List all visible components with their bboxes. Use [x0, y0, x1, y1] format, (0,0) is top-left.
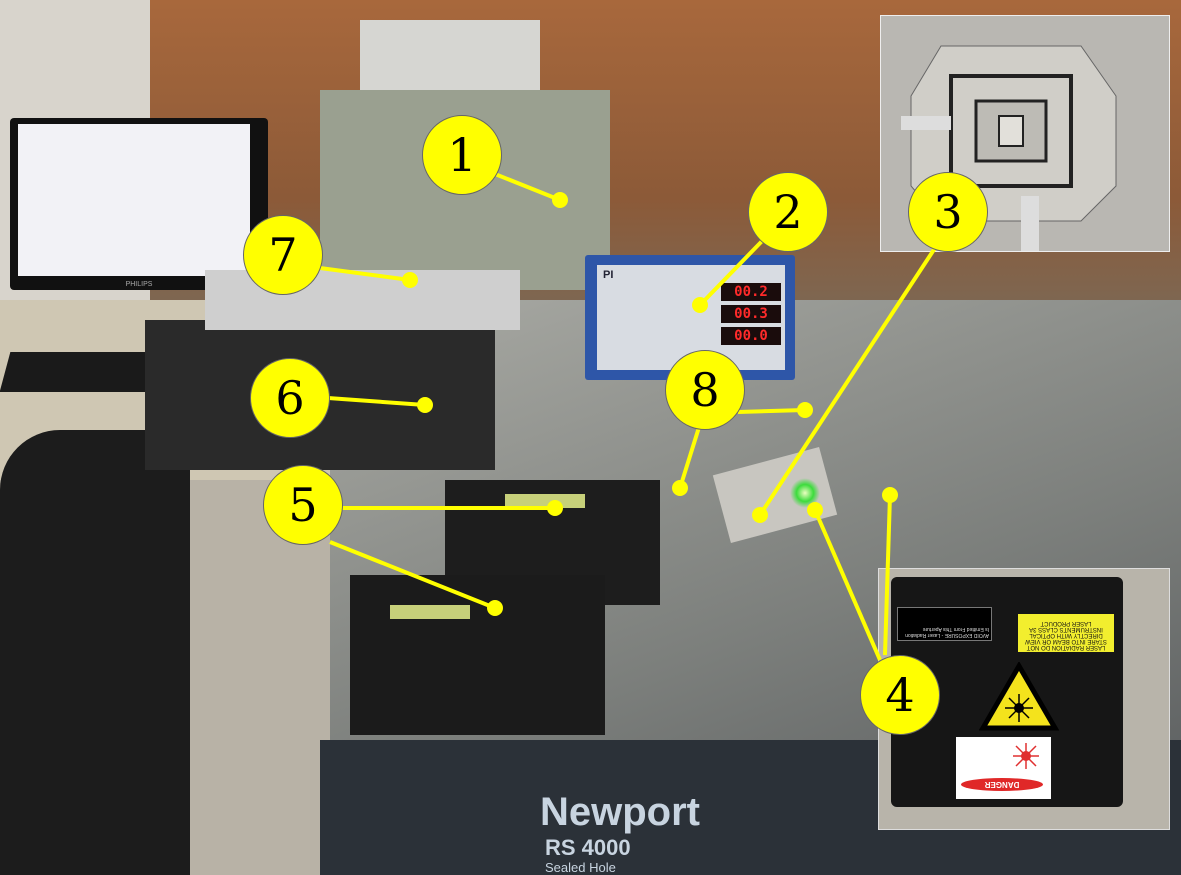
monitor-brand: PHILIPS — [125, 281, 153, 288]
display-2: 00.3 — [721, 305, 781, 323]
controller-brand: PI — [603, 269, 614, 281]
leader-line-5b — [329, 540, 496, 610]
leader-dot-4b — [882, 487, 898, 503]
leader-line-3 — [758, 246, 937, 517]
leader-line-2 — [698, 236, 767, 307]
callout-7: 7 — [243, 215, 323, 295]
leader-dot-3 — [752, 507, 768, 523]
callout-5: 5 — [263, 465, 343, 545]
leader-dot-2 — [692, 297, 708, 313]
display-3: 00.0 — [721, 327, 781, 345]
leader-dot-4a — [807, 502, 823, 518]
leader-line-4b — [883, 494, 892, 656]
computer-monitor: PHILIPS — [10, 118, 268, 290]
laser-displacement-sensor: AVOID EXPOSURE - Laser Radiation Is Emit… — [891, 577, 1123, 807]
logger-lcd — [505, 494, 585, 508]
callout-6: 6 — [250, 358, 330, 438]
leader-dot-1 — [552, 192, 568, 208]
laser-hazard-icon — [979, 662, 1059, 731]
callout-1: 1 — [422, 115, 502, 195]
table-model: RS 4000 — [545, 835, 631, 860]
leader-dot-8a — [797, 402, 813, 418]
leader-line-1 — [489, 170, 561, 202]
laser-starburst-icon — [1013, 743, 1039, 769]
office-chair — [0, 430, 190, 875]
leader-dot-8b — [672, 480, 688, 496]
leader-line-8b — [678, 423, 702, 489]
leader-line-8a — [737, 408, 806, 414]
callout-2: 2 — [748, 172, 828, 252]
callout-4: 4 — [860, 655, 940, 735]
danger-label: DANGER — [956, 737, 1051, 799]
leader-line-4a — [813, 509, 882, 661]
logger-lcd — [390, 605, 470, 619]
display-1: 00.2 — [721, 283, 781, 301]
leader-dot-7 — [402, 272, 418, 288]
power-supply — [360, 20, 540, 98]
callout-8: 8 — [665, 350, 745, 430]
leader-dot-5b — [487, 600, 503, 616]
leader-line-7 — [319, 266, 411, 282]
inset-laser-photo: AVOID EXPOSURE - Laser Radiation Is Emit… — [878, 568, 1170, 830]
table-brand: Newport — [540, 790, 700, 834]
callout-3: 3 — [908, 172, 988, 252]
leader-dot-5a — [547, 500, 563, 516]
leader-line-6 — [327, 396, 426, 407]
monitor-screen — [18, 124, 250, 276]
leader-dot-6 — [417, 397, 433, 413]
table-subtitle: Sealed Hole — [545, 860, 616, 875]
